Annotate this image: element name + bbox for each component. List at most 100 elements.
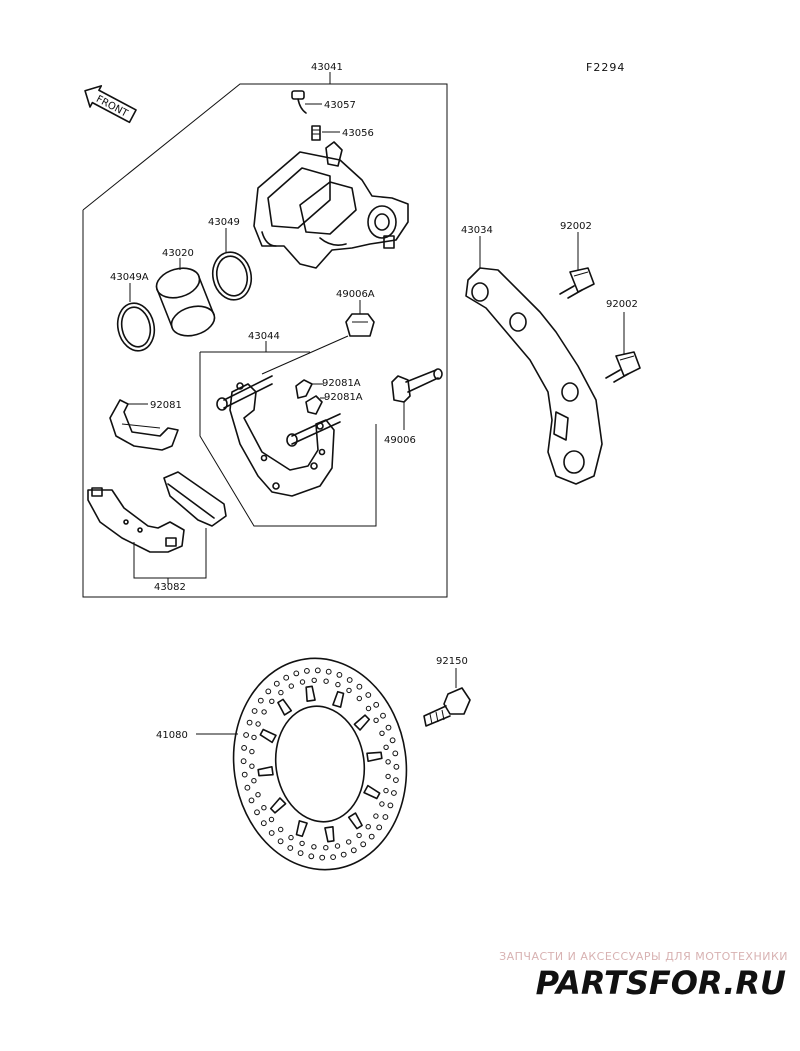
watermark-subtitle: ЗАПЧАСТИ И АКСЕССУАРЫ ДЛЯ МОТОТЕХНИКИ bbox=[499, 950, 788, 963]
disc-slot bbox=[353, 714, 371, 731]
disc-hole bbox=[334, 843, 341, 849]
disc-hole bbox=[356, 683, 363, 690]
disc-hole bbox=[379, 801, 385, 807]
disc-hole bbox=[273, 680, 280, 687]
disc-hole bbox=[385, 759, 391, 765]
disc-hole bbox=[249, 763, 255, 769]
disc-slot bbox=[277, 698, 293, 716]
disc-slot bbox=[366, 751, 383, 763]
disc-slot bbox=[324, 826, 335, 843]
label-92002-1: 92002 bbox=[560, 221, 592, 232]
pin-axis-upper bbox=[261, 335, 349, 375]
diagram-code: F2294 bbox=[586, 61, 625, 74]
label-43020: 43020 bbox=[162, 248, 194, 259]
disc-hole bbox=[383, 787, 389, 794]
disc-slot bbox=[332, 690, 345, 708]
label-92081A-2: 92081A bbox=[324, 392, 363, 403]
disc-hole bbox=[323, 678, 329, 684]
disc-slots bbox=[257, 685, 383, 843]
disc-hole bbox=[269, 698, 275, 704]
disc-hole bbox=[246, 719, 253, 726]
disc-hole bbox=[249, 748, 255, 755]
disc-hole bbox=[373, 717, 379, 723]
disc-hole bbox=[356, 832, 362, 839]
brake-disc-41080 bbox=[232, 657, 408, 871]
disc-hole bbox=[387, 802, 394, 809]
disc-hole bbox=[380, 712, 386, 719]
disc-hole bbox=[325, 668, 332, 675]
disc-hole bbox=[241, 771, 248, 778]
disc-hole bbox=[261, 709, 267, 715]
boot-49006A bbox=[345, 313, 375, 337]
caliper-assembly-outline bbox=[82, 83, 448, 598]
slide-pin-49006 bbox=[391, 368, 443, 403]
label-92081: 92081 bbox=[150, 400, 182, 411]
disc-bolt-92150 bbox=[423, 687, 471, 727]
disc-hole bbox=[356, 695, 362, 702]
disc-hole bbox=[365, 824, 371, 830]
disc-hole bbox=[319, 854, 326, 861]
disc-hole bbox=[241, 745, 248, 751]
disc-hole bbox=[297, 850, 304, 856]
disc-hole bbox=[278, 689, 284, 696]
disc-hole bbox=[393, 763, 400, 770]
disc-slot bbox=[305, 685, 316, 702]
label-43044: 43044 bbox=[248, 331, 280, 342]
disc-hole bbox=[373, 813, 379, 819]
disc-hole bbox=[287, 845, 294, 851]
torque-bracket-43034 bbox=[465, 267, 603, 485]
disc-hole bbox=[385, 773, 391, 780]
seal-43049 bbox=[211, 251, 253, 301]
disc-hole bbox=[335, 681, 341, 688]
disc-hole bbox=[365, 705, 372, 712]
watermark-brand: PARTSFOR.RU bbox=[536, 964, 786, 1000]
label-92002-2: 92002 bbox=[606, 299, 638, 310]
disc-slot bbox=[259, 728, 277, 744]
disc-hole bbox=[243, 732, 250, 738]
label-92081A-1: 92081A bbox=[322, 378, 361, 389]
seal-43049A bbox=[116, 302, 156, 352]
disc-hole bbox=[299, 679, 306, 685]
disc-hole bbox=[365, 692, 372, 698]
disc-hole bbox=[240, 758, 247, 765]
disc-hole bbox=[311, 677, 317, 683]
disc-hole bbox=[385, 724, 392, 731]
disc-hole bbox=[299, 840, 305, 847]
bolt-92002-upper bbox=[559, 267, 595, 299]
disc-hole bbox=[346, 677, 353, 683]
disc-hole bbox=[304, 668, 310, 674]
disc-hole bbox=[268, 830, 275, 836]
leader-43082 bbox=[133, 528, 207, 579]
disc-hole bbox=[261, 805, 267, 811]
label-43049A: 43049A bbox=[110, 272, 149, 283]
disc-hole bbox=[288, 683, 294, 689]
disc-hole bbox=[314, 667, 321, 674]
label-43041: 43041 bbox=[311, 62, 343, 73]
disc-hole bbox=[278, 826, 284, 833]
label-41080: 41080 bbox=[156, 730, 188, 741]
disc-hole bbox=[283, 674, 290, 681]
disc-hole bbox=[251, 708, 258, 714]
pad-spring-92081A-upper bbox=[295, 379, 313, 399]
disc-hole bbox=[288, 834, 294, 841]
disc-hole bbox=[311, 844, 317, 850]
brake-pad-43082-outer bbox=[87, 487, 185, 553]
disc-hole bbox=[268, 816, 275, 823]
disc-hole bbox=[254, 809, 260, 816]
disc-slot bbox=[347, 812, 363, 830]
disc-hole bbox=[248, 797, 255, 804]
brake-pad-43082-inner bbox=[163, 471, 227, 527]
watermark-logo: PARTSFOR.RU bbox=[536, 964, 786, 1000]
disc-hole bbox=[308, 853, 315, 860]
label-43082: 43082 bbox=[154, 582, 186, 593]
disc-hole bbox=[251, 734, 257, 741]
disc-hole bbox=[346, 687, 352, 694]
label-43057: 43057 bbox=[324, 100, 356, 111]
disc-hole bbox=[323, 845, 329, 851]
front-arrow-icon: FRONT bbox=[84, 85, 137, 124]
disc-drill-holes bbox=[240, 667, 400, 861]
label-43049: 43049 bbox=[208, 217, 240, 228]
disc-hole bbox=[360, 841, 367, 848]
